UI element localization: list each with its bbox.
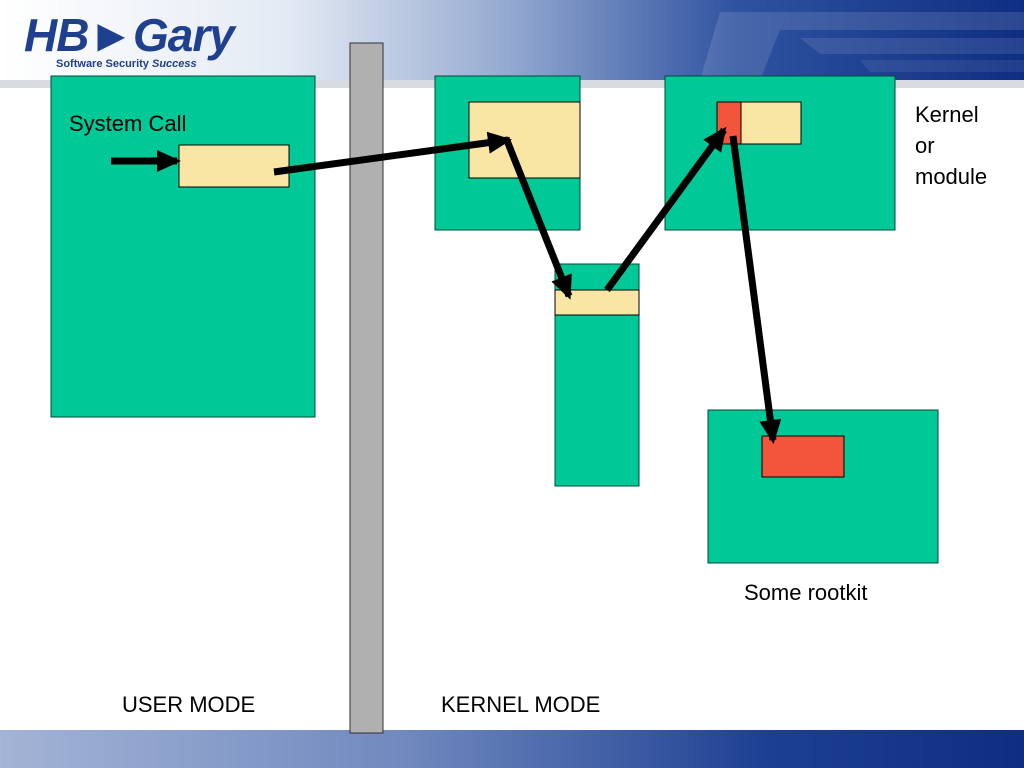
rootkit-block [707,409,939,564]
system-call-entry [178,144,290,188]
kernel-module-block [664,75,896,231]
user-kernel-boundary [349,42,384,734]
arrow-to-kernel-function [604,126,727,293]
logo-name-hb: HB [24,9,89,61]
logo-tagline: Software Security [56,58,149,70]
logo-name-gary: Gary [132,9,235,61]
kernel-or-module-line-2: or [915,133,935,158]
logo-arrow-icon: ► [88,9,134,61]
kernel-mode-label: KERNEL MODE [441,692,601,717]
hbgary-logo: HB►Gary Software Security Success [14,6,264,76]
slide-footer-band [0,730,1024,768]
kernel-or-module-line-1: Kernel [915,102,979,127]
rootkit-hook-code [761,435,845,478]
logo-tagline-emphasis: Success [151,58,197,70]
arrow-to-rootkit [729,135,782,444]
arrow-to-service-table [502,136,573,300]
arrow-to-dispatch [273,131,512,176]
user-process-block [50,75,316,418]
slide-header: HB►Gary Software Security Success [0,0,1024,88]
user-mode-label: USER MODE [122,692,256,717]
service-table-entry [554,289,640,316]
header-band [0,0,1024,88]
system-call-label: System Call [69,111,187,136]
kernel-or-module-line-3: module [915,164,988,189]
some-rootkit-label: Some rootkit [744,580,868,605]
